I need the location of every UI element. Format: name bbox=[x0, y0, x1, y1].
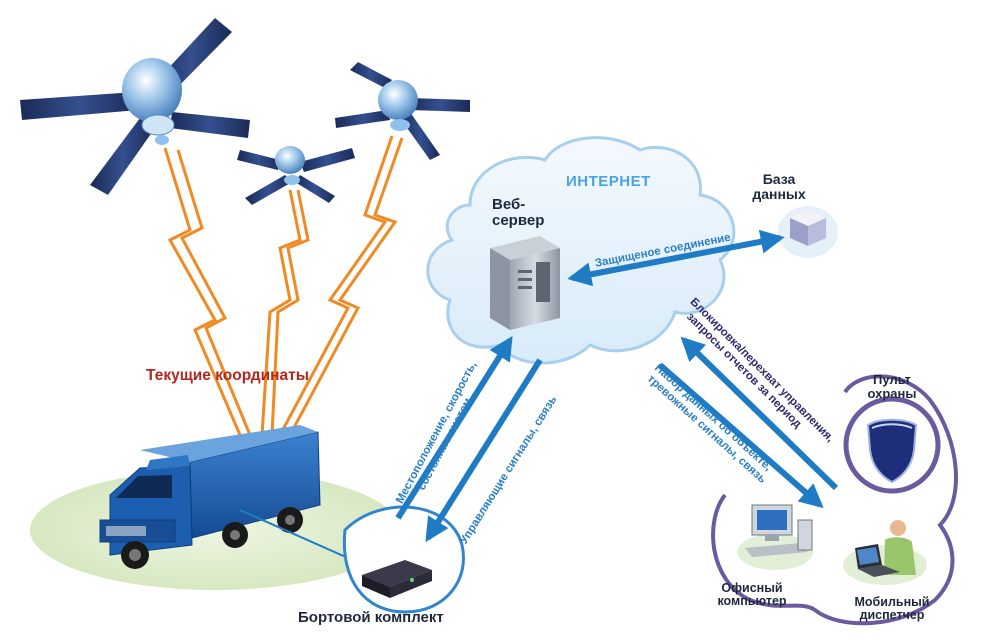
office-computer-label: Офисный компьютер bbox=[712, 581, 792, 609]
security-console-label: Пульт охраны bbox=[858, 373, 926, 400]
satellite-icon bbox=[20, 18, 250, 195]
satellite-icon bbox=[237, 146, 355, 205]
shield-icon bbox=[866, 418, 918, 484]
mobile-dispatcher-label: Мобильный диспетчер bbox=[846, 595, 938, 623]
control-arrow bbox=[680, 336, 839, 491]
web-server-label: Веб- сервер bbox=[492, 197, 544, 229]
office-computer-label-line2: компьютер bbox=[717, 594, 787, 609]
web-server-label-line2: сервер bbox=[492, 211, 545, 229]
database-cube-icon bbox=[778, 206, 838, 258]
computer-icon bbox=[745, 504, 813, 557]
internet-label: ИНТЕРНЕТ bbox=[566, 173, 651, 190]
server-database-arrow bbox=[567, 229, 785, 287]
clients-group bbox=[711, 374, 958, 626]
database-label-line1: База bbox=[762, 171, 796, 187]
satellite-icon bbox=[335, 62, 470, 160]
mobile-dispatcher-label-line1: Мобильный bbox=[854, 595, 930, 609]
mobile-dispatcher-label-line2: диспетчер bbox=[859, 608, 925, 623]
web-server-label-line1: Веб- bbox=[492, 196, 526, 213]
database-label-line2: данных bbox=[752, 185, 806, 202]
office-computer-label-line1: Офисный bbox=[721, 581, 783, 595]
security-console-label-line1: Пульт bbox=[873, 372, 911, 387]
database-label: База данных bbox=[744, 172, 814, 201]
current-coordinates-label: Текущие координаты bbox=[146, 367, 309, 384]
security-console-label-line2: охраны bbox=[867, 385, 917, 401]
data-arrow bbox=[658, 362, 824, 509]
satellite-signal-lightning bbox=[163, 135, 404, 436]
onboard-device-icon bbox=[362, 560, 432, 598]
data-flow-arrows bbox=[395, 229, 839, 543]
uplink-arrow bbox=[395, 335, 513, 520]
server-icon bbox=[490, 236, 560, 330]
downlink-arrow bbox=[425, 358, 543, 543]
onboard-kit-label: Бортовой комплект bbox=[298, 609, 444, 626]
laptop-user-icon bbox=[855, 520, 916, 577]
truck-icon bbox=[99, 425, 321, 569]
onboard-kit-group bbox=[342, 505, 465, 614]
